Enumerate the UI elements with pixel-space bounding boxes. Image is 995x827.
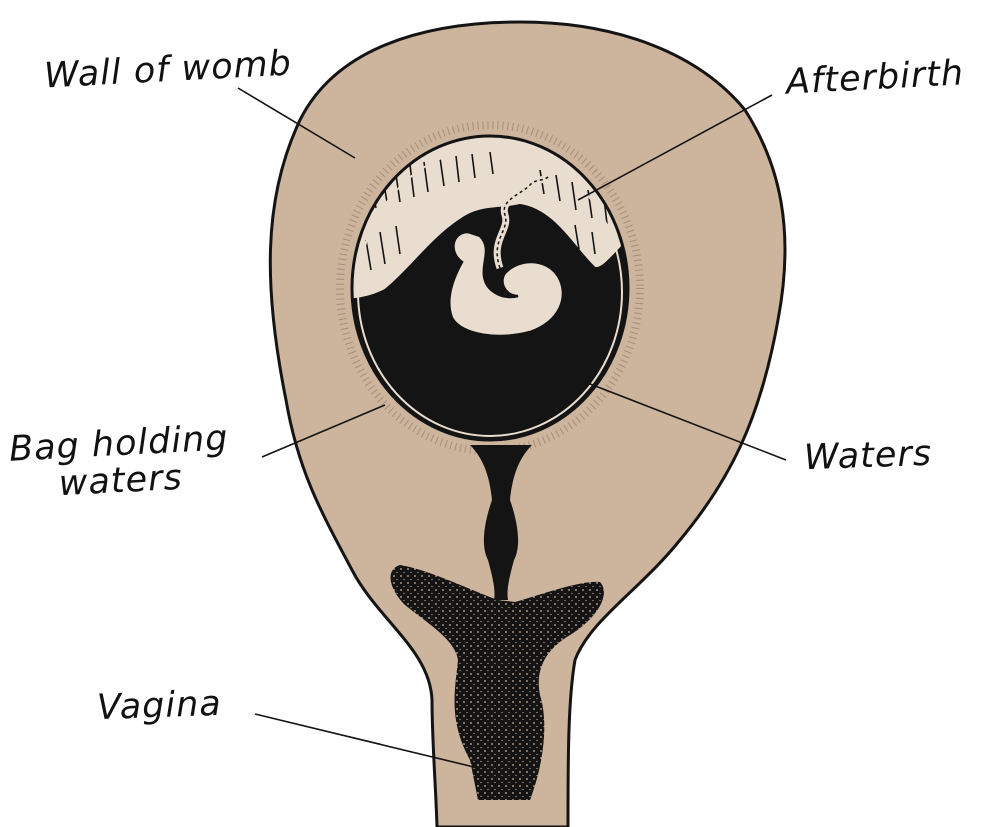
label-bag-holding-waters: Bag holding waters: [8, 420, 231, 505]
label-waters: Waters: [803, 436, 932, 477]
label-vagina: Vagina: [96, 686, 222, 727]
label-afterbirth: Afterbirth: [785, 55, 965, 101]
